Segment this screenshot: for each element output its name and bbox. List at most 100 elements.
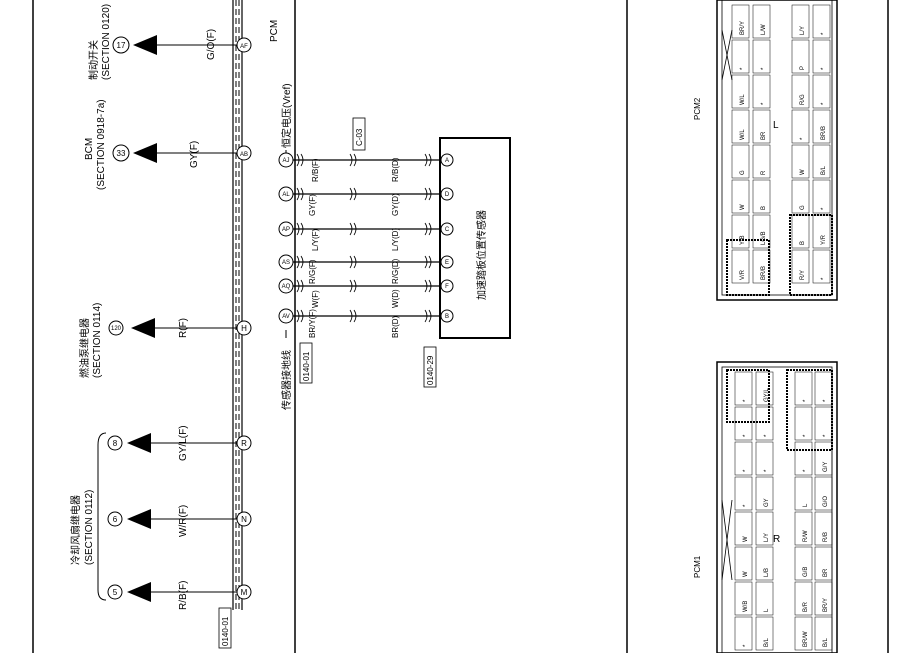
relay-terminal: M xyxy=(241,588,248,597)
connector-pin-cell: W xyxy=(791,144,810,179)
fuel-pump-relay-terminal-circle xyxy=(236,320,252,336)
sensor-pin-circle xyxy=(440,255,454,269)
connector-pin-cell: * xyxy=(812,39,831,74)
connector-pin-cell: G xyxy=(731,144,750,179)
connector-pin-wire: B/L xyxy=(823,637,829,647)
connector-pin-cell: * xyxy=(752,39,771,74)
relay-wire: R/B(F) xyxy=(178,581,189,610)
connector-pin-wire: * xyxy=(821,277,827,280)
relay-pin: 6 xyxy=(113,515,118,524)
brake-switch-terminal-circle xyxy=(236,37,252,53)
brake-switch-pin: 17 xyxy=(117,41,126,50)
connector-pin-cell: * xyxy=(812,249,831,284)
connector-pin-cell: * xyxy=(734,616,753,651)
relay-arrow xyxy=(127,433,151,453)
connector-pin-cell: W/L xyxy=(731,109,750,144)
connector-pin-wire: R/G xyxy=(800,94,806,105)
connector-pin-cell: * xyxy=(812,179,831,214)
connector-pin-wire: BR xyxy=(823,568,829,577)
bcm: BCM (SECTION 0918-7a) 33 GY(F) AB xyxy=(84,99,252,190)
sensor-pin: D xyxy=(445,192,450,198)
connector-pin-wire: * xyxy=(823,399,829,402)
harness-right-tag: 0140-29 xyxy=(423,346,437,388)
connector-pin-wire: B xyxy=(761,206,767,210)
connector-pin-cell: R/W xyxy=(794,511,813,546)
pcm-side-wire: W(F) xyxy=(311,290,320,308)
relay-pin-circle xyxy=(107,435,123,451)
connector-pin-wire: * xyxy=(821,67,827,70)
connector-pin-cell: BR/Y xyxy=(814,581,833,616)
sensor-pin: E xyxy=(445,260,449,266)
sensor-side-wire: W(D) xyxy=(391,289,400,308)
connector-pin-wire: L xyxy=(764,608,770,612)
connector-pin-wire: V/R xyxy=(740,269,746,280)
pcm-side-wire: GY(F) xyxy=(308,194,317,216)
connector-pin-wire: W xyxy=(740,204,746,210)
connector-pin-cell: * xyxy=(814,371,833,406)
connector-pin-wire: B/L xyxy=(821,165,827,175)
pcm2-connector: PCM2 L BR/Y*W/LW/LGWY/BV/RL/W**BRRBLG/BB… xyxy=(693,0,838,301)
pcm-terminal: AL xyxy=(282,192,290,198)
relay-wire: GY/L(F) xyxy=(178,425,189,461)
connector-pin-wire: L xyxy=(803,503,809,507)
pcm-terminal: AQ xyxy=(282,284,291,290)
connector-pin-wire: LG/B xyxy=(761,231,767,245)
connector-pin-cell: B/L xyxy=(755,616,774,651)
connector-pin-cell: BR/B xyxy=(812,109,831,144)
connector-pin-wire: R/W xyxy=(803,530,809,542)
connector-pin-wire: G/B xyxy=(803,567,809,577)
relay-terminal-circle xyxy=(236,584,252,600)
relay-terminal: R xyxy=(241,439,247,448)
cooling-fan-relay-branch: 8 GY/L(F) R xyxy=(107,425,252,461)
connector-pin-cell: * xyxy=(812,74,831,109)
relay-terminal: N xyxy=(241,515,247,524)
harness-left-tag: 0140-01 xyxy=(299,342,313,384)
connector-pin-cell: * xyxy=(731,39,750,74)
connector-pin-wire: B/R xyxy=(803,601,809,612)
brake-switch-pin-circle xyxy=(112,36,130,54)
bcm-pin: 33 xyxy=(117,149,126,158)
sensor-pin-circle xyxy=(440,187,454,201)
connector-pin-cell: B xyxy=(752,179,771,214)
connector-pin-cell: * xyxy=(734,476,753,511)
fuel-pump-relay: 燃油泵继电器 (SECTION 0114) 120 R(F) H xyxy=(78,303,252,378)
connector-pin-wire: P xyxy=(800,66,806,70)
sensor-pin: F xyxy=(445,284,449,290)
connector-pin-wire: BR xyxy=(761,131,767,140)
connector-pin-cell: BR/Y xyxy=(731,4,750,39)
brake-switch-section: (SECTION 0120) xyxy=(101,4,112,80)
connector-pin-cell: * xyxy=(794,406,813,441)
connector-pin-cell: R/G xyxy=(791,74,810,109)
fuse-box-label: 0140-01 xyxy=(221,616,230,646)
c03-connector-tag: C-03 xyxy=(352,117,366,151)
connector-pin-cell: * xyxy=(752,74,771,109)
pcm-terminal: AV xyxy=(282,314,290,320)
connector-pin-cell: GY xyxy=(755,476,774,511)
c03-label: C-03 xyxy=(355,128,364,146)
connector-pin-cell: * xyxy=(755,441,774,476)
connector-pin-cell: G/B xyxy=(794,546,813,581)
connector-pin-wire: * xyxy=(803,434,809,437)
connector-pin-cell: G/Y xyxy=(814,441,833,476)
relay-pin: 8 xyxy=(113,439,118,448)
connector-pin-wire: W/L xyxy=(740,94,746,105)
connector-pin-wire: * xyxy=(800,137,806,140)
bcm-wire: GY(F) xyxy=(189,141,200,168)
connector-pin-cell: B/L xyxy=(812,144,831,179)
harness-left-label: 0140-01 xyxy=(302,351,311,381)
pcm-terminal: AJ xyxy=(282,158,289,164)
connector-pin-cell: L/B xyxy=(755,546,774,581)
connector-pin-wire: L/Y xyxy=(800,26,806,35)
connector-pin-cell: * xyxy=(794,371,813,406)
sensor-name: 加速踏板位置传感器 xyxy=(475,210,488,300)
pcm-side-wire: R/B(F) xyxy=(311,158,320,182)
brake-switch: 制动开关 (SECTION 0120) 17 G/O(F) AF xyxy=(87,4,252,80)
pcm-side-wire: L/Y(F) xyxy=(311,228,320,251)
pcm1-label: PCM1 xyxy=(693,555,702,578)
connector-pin-wire: L/B xyxy=(764,568,770,577)
vref-label: 恒定电压(Vref) xyxy=(280,83,293,148)
